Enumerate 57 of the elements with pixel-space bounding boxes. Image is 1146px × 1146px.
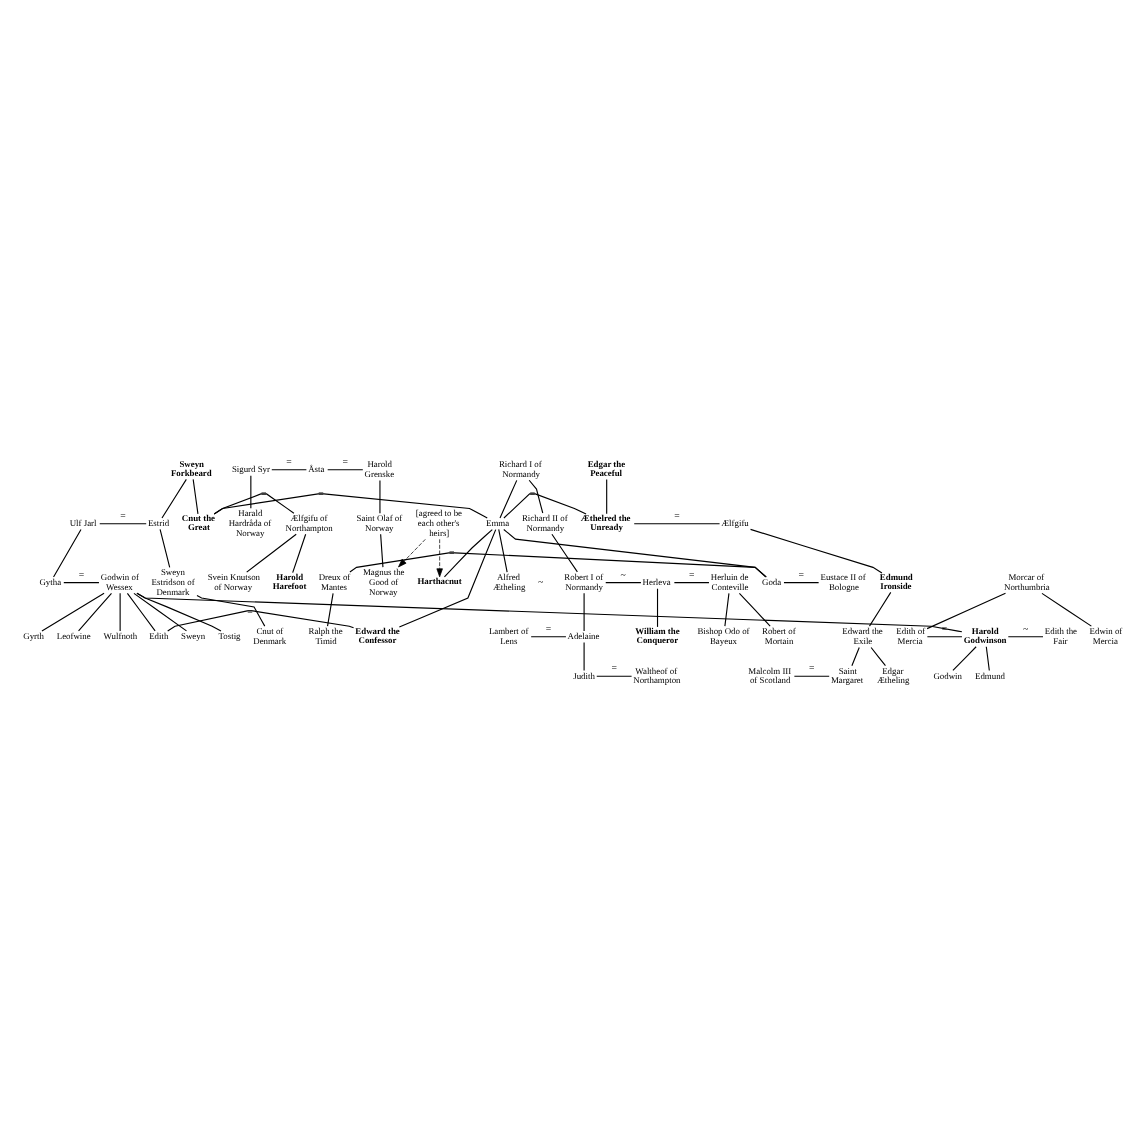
connector — [379, 479, 381, 514]
connector — [503, 528, 767, 578]
connector — [633, 523, 721, 525]
connector — [656, 588, 659, 628]
connector — [327, 469, 364, 471]
connector — [926, 636, 963, 638]
connector — [606, 478, 608, 515]
connector — [196, 595, 266, 627]
connector — [605, 582, 642, 584]
arrow — [398, 538, 426, 568]
connector — [133, 592, 188, 632]
connector — [749, 528, 883, 574]
connector — [126, 592, 156, 632]
connector — [63, 582, 100, 584]
connector — [78, 592, 113, 632]
connector — [380, 533, 384, 568]
connector — [851, 646, 860, 667]
connector — [292, 533, 307, 574]
connector — [41, 592, 105, 632]
connector — [213, 493, 488, 519]
connector — [503, 493, 587, 519]
connector — [53, 528, 82, 578]
arrow — [436, 538, 443, 578]
connector — [530, 636, 567, 638]
connector — [167, 610, 355, 632]
connector — [99, 523, 147, 525]
connector — [985, 646, 990, 671]
connector — [327, 592, 334, 627]
connector — [793, 675, 830, 677]
connector — [673, 582, 710, 584]
connector — [250, 475, 252, 509]
connector — [161, 478, 187, 519]
connector — [499, 479, 518, 519]
connector — [952, 646, 977, 671]
connector — [528, 479, 544, 514]
connector — [926, 592, 1007, 630]
connector — [398, 529, 497, 628]
connector — [583, 641, 585, 671]
connector — [119, 592, 121, 632]
connector — [551, 533, 578, 573]
connector — [870, 646, 886, 667]
connector — [1007, 636, 1044, 638]
connector — [724, 592, 730, 627]
connector — [868, 591, 892, 627]
connector — [136, 592, 963, 633]
connector — [443, 529, 493, 578]
connector — [159, 528, 171, 568]
connector — [498, 528, 508, 573]
connector — [246, 533, 297, 573]
connector — [349, 552, 767, 578]
connector — [596, 675, 633, 677]
connector — [783, 582, 820, 584]
connector — [1041, 592, 1092, 627]
connector — [192, 478, 199, 515]
connector — [583, 592, 585, 632]
connector — [738, 592, 771, 627]
connector — [271, 469, 307, 471]
